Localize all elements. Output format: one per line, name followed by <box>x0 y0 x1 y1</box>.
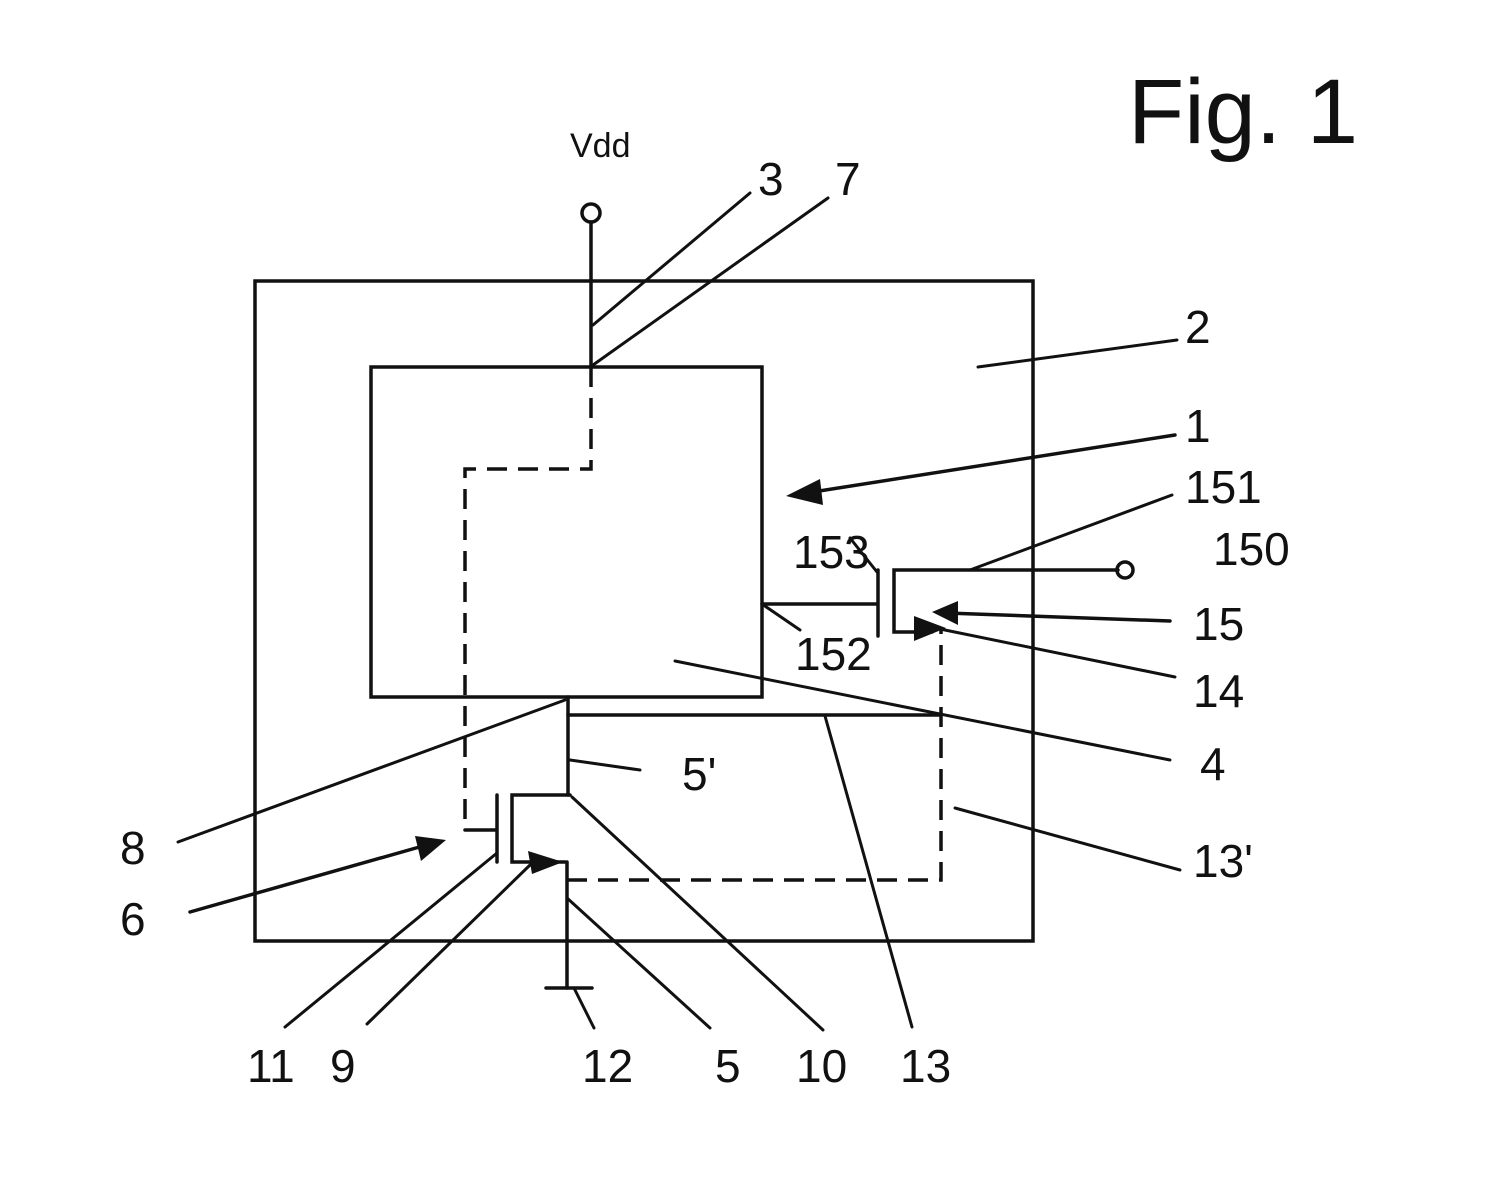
leader-10 <box>572 797 823 1030</box>
ref-13: 13 <box>900 1040 951 1092</box>
leader-5prime <box>570 760 640 770</box>
transistor-body-6 <box>512 795 570 862</box>
ref-15: 15 <box>1193 598 1244 650</box>
leader-5 <box>567 898 710 1028</box>
arrowhead-1 <box>786 479 823 505</box>
ref-6: 6 <box>120 893 146 945</box>
ref-151: 151 <box>1185 461 1262 513</box>
vdd-label: Vdd <box>570 127 631 165</box>
leader-13prime <box>955 808 1180 870</box>
source-arrow-9 <box>528 851 563 874</box>
arrow-15 <box>946 613 1170 621</box>
arrowhead-15 <box>932 601 958 625</box>
ref-12: 12 <box>582 1040 633 1092</box>
ref-8: 8 <box>120 822 146 874</box>
leader-13 <box>825 716 912 1027</box>
ref-9: 9 <box>330 1040 356 1092</box>
ref-10: 10 <box>796 1040 847 1092</box>
ref-3: 3 <box>758 153 784 205</box>
ref-14: 14 <box>1193 665 1244 717</box>
ref-7: 7 <box>835 153 861 205</box>
arrowhead-6 <box>415 836 446 861</box>
ref-2: 2 <box>1185 301 1211 353</box>
arrow-1 <box>800 435 1175 494</box>
leader-12 <box>574 988 594 1028</box>
ref-1: 1 <box>1185 400 1211 452</box>
ref-5prime: 5' <box>682 748 716 800</box>
ref-13prime: 13' <box>1193 835 1253 887</box>
ref-4: 4 <box>1200 738 1226 790</box>
leader-9 <box>367 865 530 1024</box>
vdd-terminal <box>582 204 600 222</box>
leader-3 <box>593 193 750 325</box>
leader-2 <box>978 340 1177 367</box>
figure-title: Fig. 1 <box>1128 61 1358 163</box>
inner-region <box>371 367 762 697</box>
ref-152: 152 <box>795 628 872 680</box>
leader-8 <box>178 700 565 842</box>
ref-153: 153 <box>793 526 870 578</box>
arrow-6 <box>190 844 430 912</box>
leader-4 <box>675 661 1170 760</box>
ref-11: 11 <box>247 1040 295 1092</box>
leader-151 <box>970 495 1172 570</box>
leader-14 <box>940 629 1175 677</box>
ref-5: 5 <box>715 1040 741 1092</box>
leader-152 <box>762 604 800 630</box>
dashed-conductor-13prime <box>567 628 941 880</box>
ref-150: 150 <box>1213 523 1290 575</box>
